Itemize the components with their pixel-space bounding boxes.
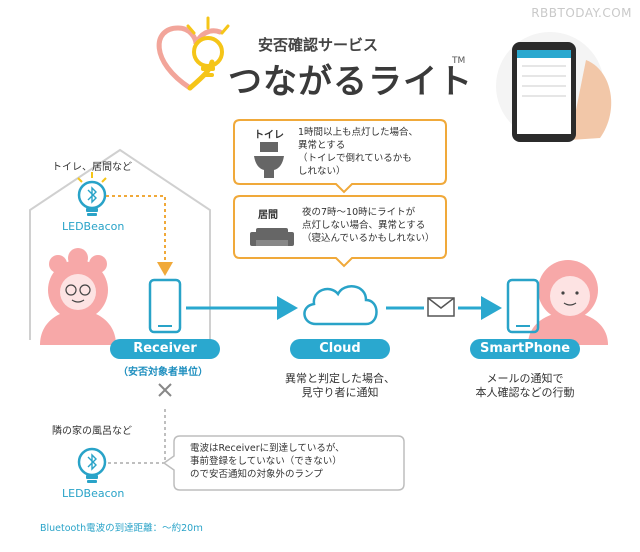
bubble-living bbox=[233, 195, 447, 268]
bulb-beacon-neighbor-icon bbox=[77, 447, 107, 483]
cloud-icon bbox=[303, 285, 378, 326]
house-outline bbox=[29, 148, 211, 340]
cloud-label: Cloud bbox=[290, 339, 390, 359]
not-registered-cross-icon bbox=[158, 383, 172, 397]
mail-icon bbox=[427, 297, 455, 317]
bubble-living-label: 居間 bbox=[258, 210, 278, 221]
receiver-label: Receiver bbox=[110, 339, 220, 359]
bubble-living-text: 夜の7時～10時にライトが 点灯しない場合、異常とする （寝込んでいるかもしれな… bbox=[302, 207, 435, 244]
smartphone-description: メールの通知で 本人確認などの行動 bbox=[475, 372, 575, 399]
receiver-phone-icon bbox=[148, 278, 182, 334]
bulb-beacon-icon bbox=[77, 172, 107, 216]
bubble-toilet-label: トイレ bbox=[254, 130, 284, 141]
location-neighbor: 隣の家の風呂など bbox=[52, 426, 132, 437]
watermark: RBBTODAY.COM bbox=[531, 6, 632, 20]
service-title: つながるライト bbox=[228, 62, 473, 102]
smartphone-icon bbox=[506, 278, 540, 334]
bubble-toilet bbox=[233, 119, 447, 194]
elderly-person-icon bbox=[40, 248, 116, 345]
neighbor-beacon-label: LEDBeacon bbox=[62, 487, 125, 500]
smartphone-label: SmartPhone bbox=[470, 339, 580, 359]
sofa-icon bbox=[250, 228, 294, 246]
bubble-out-of-range bbox=[162, 435, 405, 491]
range-footnote: Bluetooth電波の到達距離：～約20ｍ bbox=[40, 523, 203, 534]
receiver-note: （安否対象者単位） bbox=[118, 367, 208, 378]
smartphone-photo-icon bbox=[496, 32, 612, 142]
heart-bulb-logo-icon bbox=[156, 16, 230, 91]
bubble-out-of-range-text: 電波はReceiverに到達しているが、 事前登録をしていない（できない） ので… bbox=[190, 443, 345, 480]
bubble-toilet-text: 1時間以上も点灯した場合、 異常とする （トイレで倒れているかも しれない） bbox=[298, 127, 419, 177]
toilet-icon bbox=[254, 142, 284, 178]
beacon-label: LEDBeacon bbox=[62, 220, 125, 233]
location-indoor: トイレ、居間など bbox=[52, 162, 132, 173]
beacon-to-receiver-link bbox=[106, 195, 173, 276]
caregiver-person-icon bbox=[528, 260, 608, 345]
cloud-description: 異常と判定した場合、 見守り者に通知 bbox=[285, 372, 395, 399]
trademark-mark: TM bbox=[452, 56, 466, 66]
service-subtitle: 安否確認サービス bbox=[258, 36, 379, 54]
